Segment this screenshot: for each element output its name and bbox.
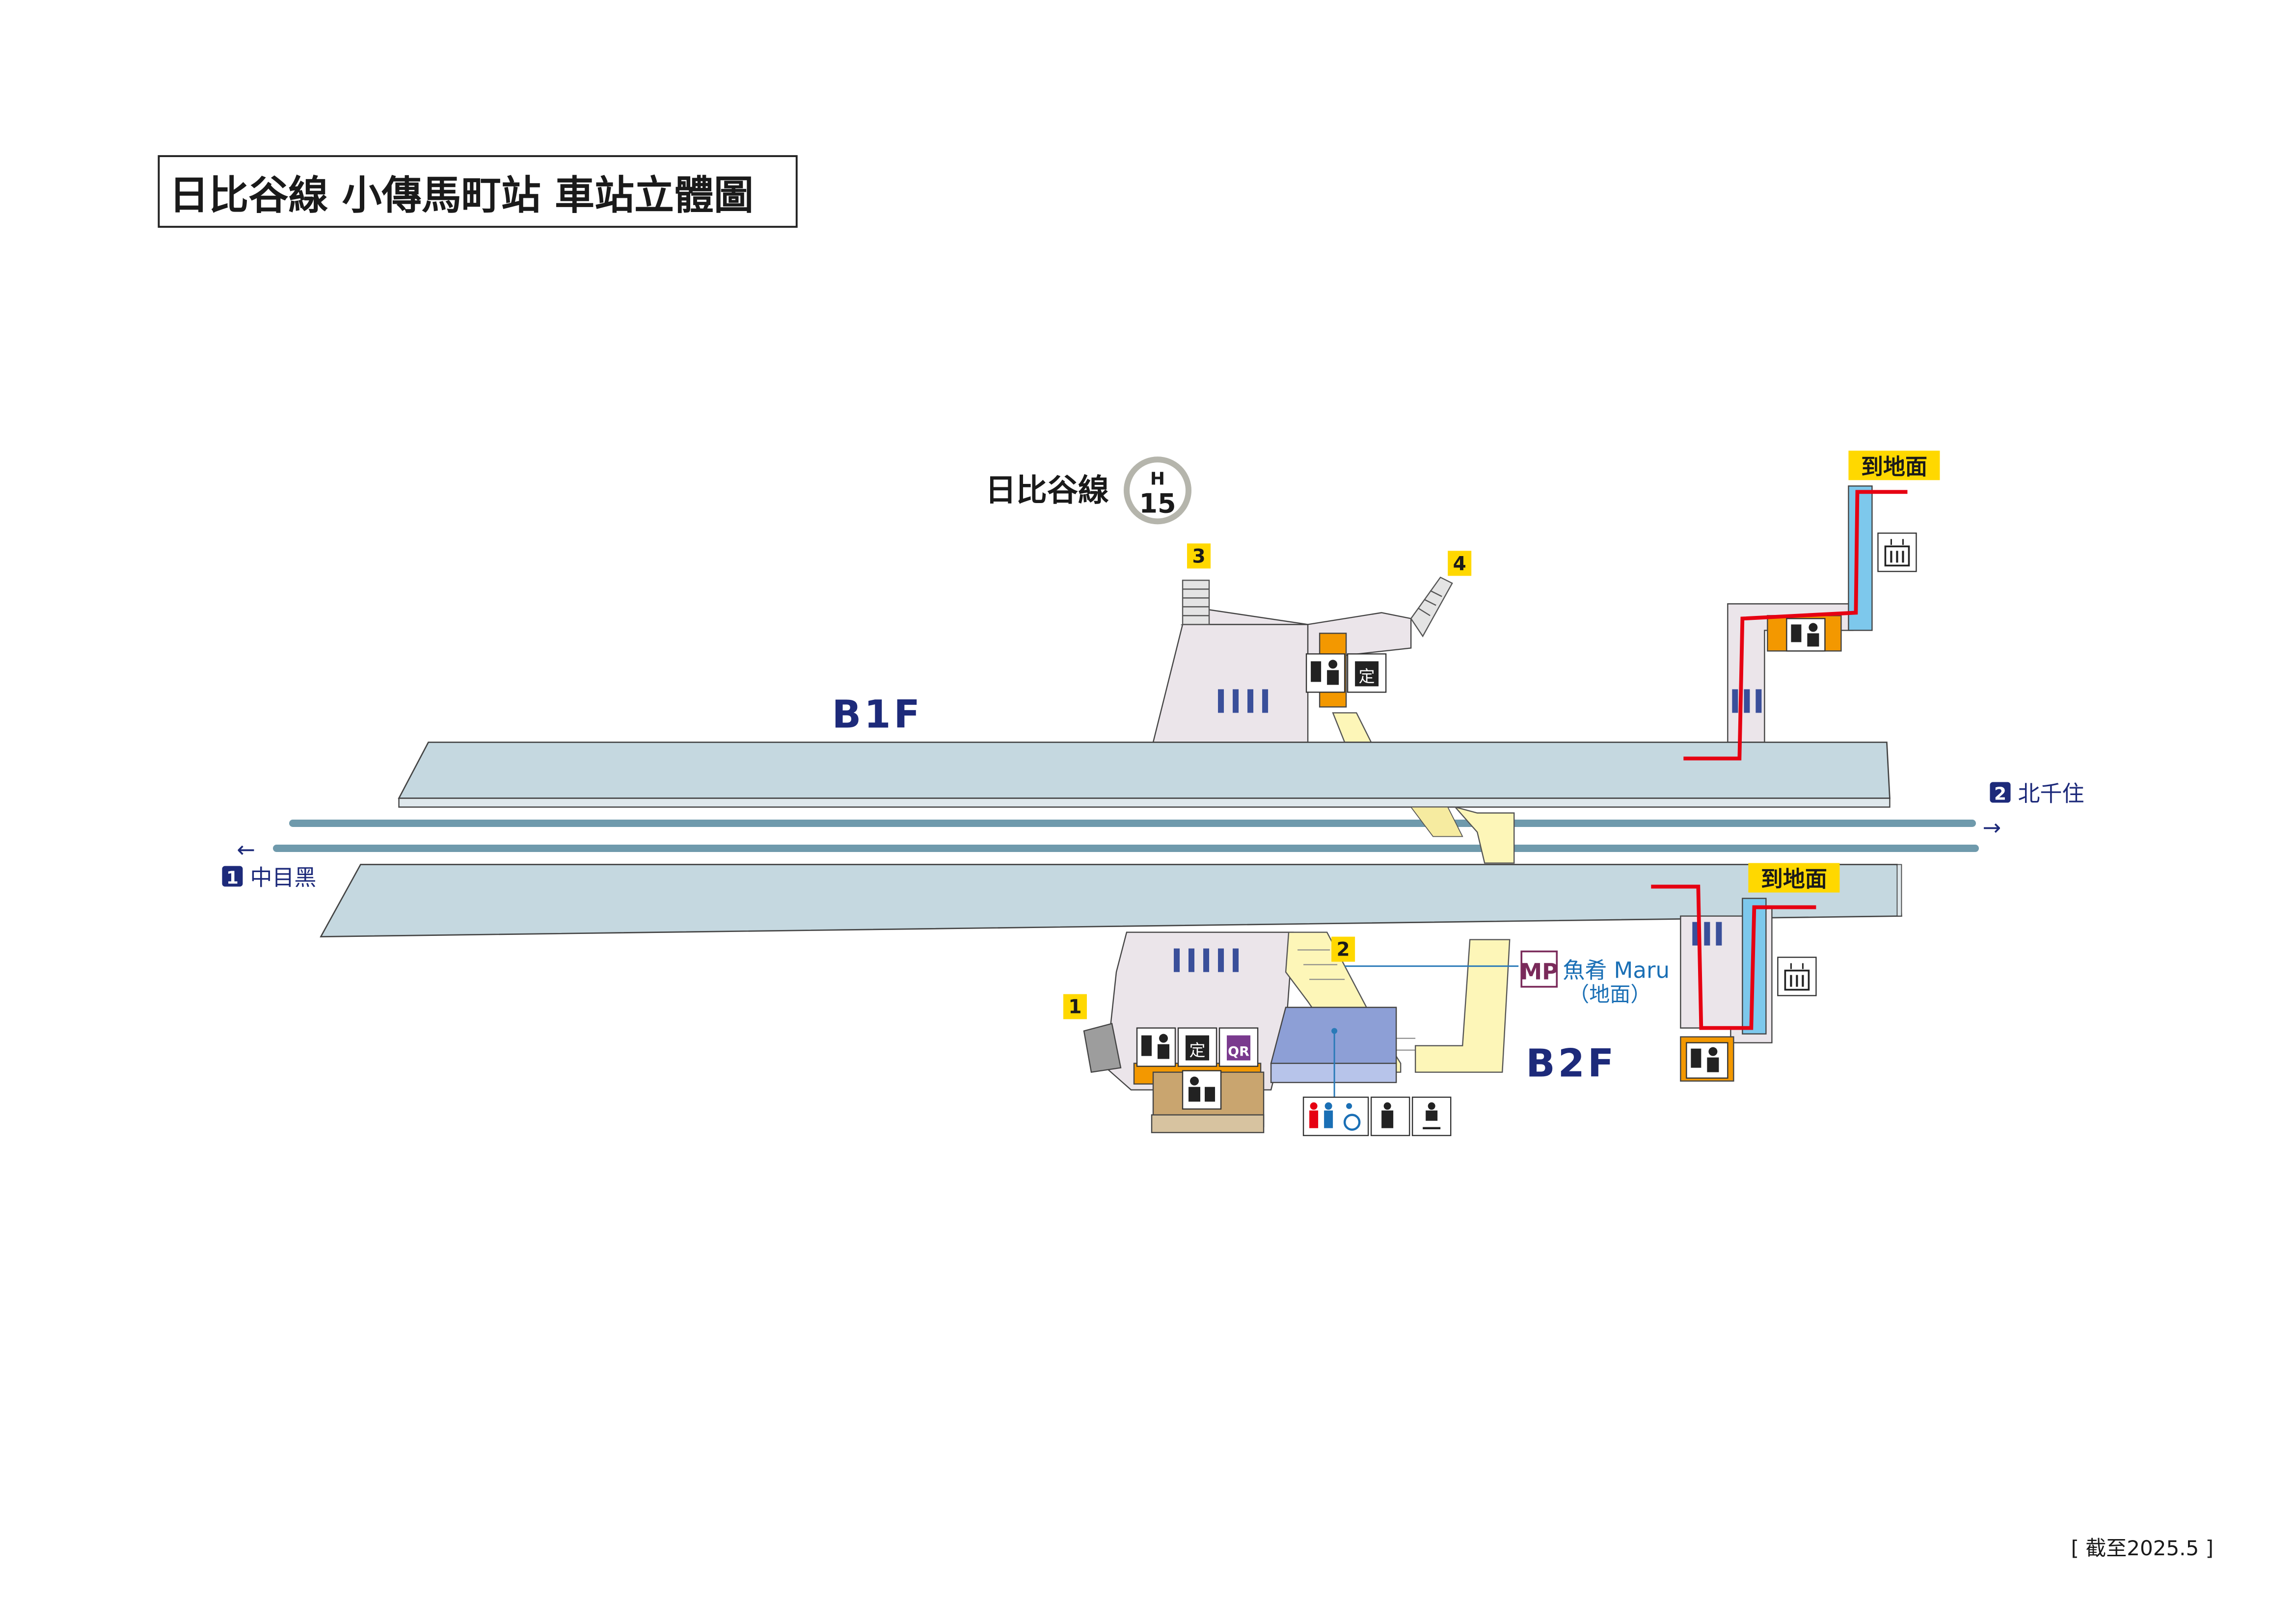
inter-platform-stairs-steps — [1410, 806, 1463, 837]
b2f-east-gates — [1692, 922, 1722, 946]
exit-2-tag: 2 — [1331, 936, 1355, 962]
multipurpose-toilet-icon — [1370, 1096, 1410, 1136]
qr-glyph: QR — [1228, 1044, 1249, 1060]
as-of-date: [ 截至2025.5 ] — [2071, 1536, 2214, 1560]
b1f-platform-stairs — [1332, 712, 1373, 743]
b1f-platform — [398, 742, 1891, 799]
line-badge-number: 15 — [1139, 488, 1176, 519]
toilet-icon — [1302, 1096, 1369, 1136]
direction-left-label: 中目黑 — [250, 865, 316, 891]
to-ground-tag-b2f: 到地面 — [1748, 863, 1840, 893]
commuter-pass-icon: 定 — [1347, 653, 1387, 693]
line-badge-letter: H — [1150, 469, 1165, 489]
b1f-platform-edge — [398, 798, 1891, 808]
wheelchair-icon — [1343, 1103, 1361, 1131]
to-ground-label-b1f: 到地面 — [1861, 453, 1927, 479]
commuter-pass-glyph: 定 — [1359, 666, 1375, 686]
direction-left-arrow: ← — [237, 837, 255, 863]
direction-right-label: 北千住 — [2018, 780, 2084, 806]
b1f-concourse-west — [1152, 624, 1309, 743]
direction-right: 2 北千住 → — [1983, 780, 2084, 840]
line-badge-group: 日比谷線 H 15 — [985, 456, 1192, 525]
b2f-platform — [320, 864, 1902, 937]
b2f-label: B2F — [1526, 1042, 1617, 1086]
exit-2-steps — [1297, 949, 1419, 1051]
baby-room-icon — [1411, 1096, 1452, 1136]
mp-logo-icon — [1520, 950, 1558, 988]
to-ground-label-b2f: 到地面 — [1761, 866, 1827, 892]
ticket-machine-icon — [1305, 653, 1346, 693]
exit-4-stairs — [1410, 576, 1453, 638]
page-title: 日比谷線 小傳馬町站 車站立體圖 — [169, 173, 754, 219]
b2f-stairs-corridor — [1414, 939, 1511, 1073]
inter-platform-stairs — [1404, 806, 1515, 864]
elevator-icon — [1777, 957, 1817, 996]
b1f-east-gates — [1732, 689, 1762, 713]
facility-note: （地面） — [1568, 983, 1651, 1007]
exit-3-tag: 3 — [1187, 543, 1211, 569]
exit-2-number: 2 — [1337, 939, 1350, 961]
exit-3-stairs — [1182, 580, 1210, 625]
direction-right-number: 2 — [1994, 784, 2006, 804]
b1f-east-escalator — [1848, 485, 1873, 631]
to-ground-tag-b1f: 到地面 — [1848, 451, 1940, 480]
direction-right-arrow: → — [1983, 815, 2001, 841]
line-name: 日比谷線 — [985, 472, 1109, 508]
facility-name: 魚肴 Maru — [1563, 958, 1670, 984]
exit-1-number: 1 — [1068, 996, 1081, 1018]
commuter-pass-icon: 定 — [1177, 1027, 1217, 1067]
b2f-gates — [1174, 948, 1239, 972]
exit-4-number: 4 — [1453, 553, 1466, 575]
ticket-machine-icon — [1686, 1042, 1729, 1079]
title-box: 日比谷線 小傳馬町站 車站立體圖 — [158, 155, 798, 228]
b2f-to-ground-route — [1651, 884, 1816, 1030]
mp-logo-text: MP — [1520, 959, 1558, 985]
direction-left: ← 1 中目黑 — [222, 837, 316, 891]
station-office-icon — [1182, 1070, 1222, 1110]
exit-1-tag: 1 — [1063, 994, 1087, 1019]
direction-left-number: 1 — [226, 868, 239, 888]
commuter-pass-glyph: 定 — [1189, 1041, 1206, 1060]
b1f-west-gates — [1218, 689, 1269, 713]
ticket-machine-icon — [1786, 618, 1826, 652]
facility-maru: MP 魚肴 Maru （地面） — [1520, 950, 1670, 1007]
b1f-to-ground-route — [1683, 490, 1908, 761]
line-badge — [1123, 456, 1192, 525]
b1f-label: B1F — [832, 692, 923, 737]
exit-4-tag: 4 — [1448, 551, 1472, 576]
station-office-base — [1151, 1114, 1265, 1133]
ticket-machine-icon — [1136, 1027, 1176, 1067]
exit-1-stairs — [1083, 1023, 1122, 1073]
qr-ticket-icon: QR — [1218, 1027, 1259, 1067]
elevator-icon — [1877, 532, 1917, 572]
exit-3-number: 3 — [1192, 545, 1205, 567]
b2f-platform-edge — [1896, 864, 1902, 917]
